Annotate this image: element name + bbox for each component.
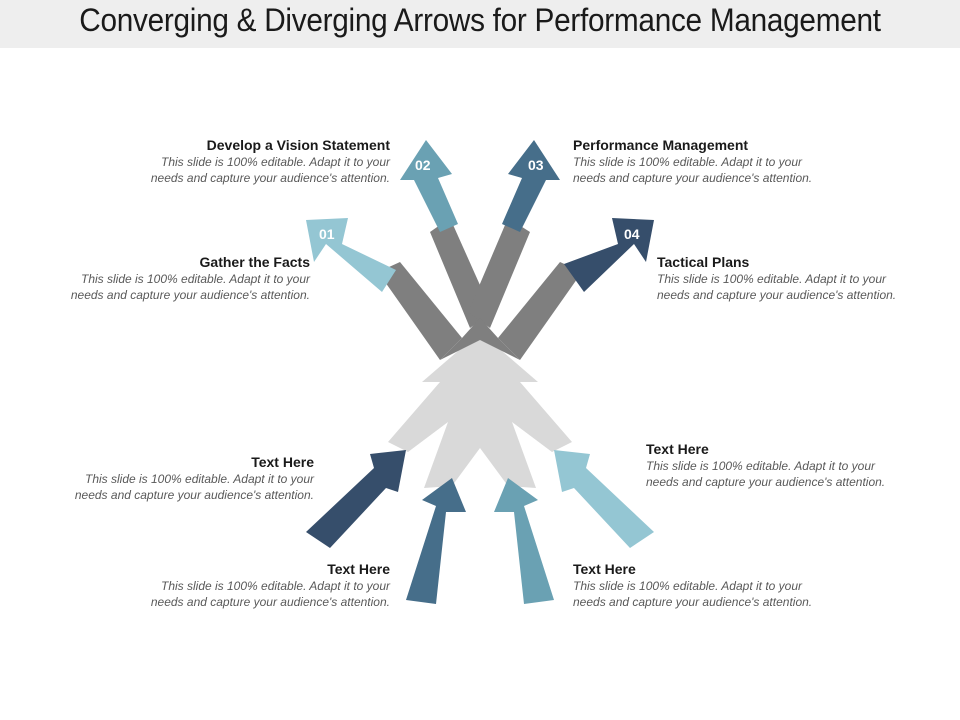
title-bar	[0, 0, 960, 48]
bottom-item-right-outer-desc-line1: This slide is 100% editable. Adapt it to…	[646, 459, 876, 473]
branch-04	[498, 262, 582, 360]
item-02-desc-line2: needs and capture your audience's attent…	[150, 171, 390, 185]
bottom-item-right-inner-text: Text Here This slide is 100% editable. A…	[573, 560, 863, 610]
bottom-item-left-inner-heading: Text Here	[327, 561, 390, 577]
item-03-desc-line1: This slide is 100% editable. Adapt it to…	[573, 155, 803, 169]
item-02-heading: Develop a Vision Statement	[206, 137, 390, 153]
branch-join	[440, 318, 520, 360]
bottom-arrow-right-inner	[494, 478, 554, 604]
arrow-03: 03	[502, 140, 560, 232]
bottom-item-right-outer-heading: Text Here	[646, 441, 709, 457]
arrow-02-number: 02	[415, 157, 431, 173]
item-01-desc-line1: This slide is 100% editable. Adapt it to…	[80, 272, 310, 286]
bottom-arrow-left-outer-shape	[306, 450, 406, 548]
item-04-text: Tactical Plans This slide is 100% editab…	[657, 253, 947, 303]
arrow-02: 02	[400, 140, 458, 232]
item-04-heading: Tactical Plans	[657, 254, 750, 270]
bottom-item-left-outer-desc-line1: This slide is 100% editable. Adapt it to…	[84, 472, 314, 486]
bottom-item-left-outer-desc-line2: needs and capture your audience's attent…	[74, 488, 314, 502]
converging-gray-arrow	[388, 332, 572, 488]
bottom-item-right-outer-desc-line2: needs and capture your audience's attent…	[646, 475, 886, 489]
item-03-text: Performance Management This slide is 100…	[573, 136, 863, 186]
arrow-03-shape	[502, 140, 560, 232]
diverging-gray-branches	[378, 218, 582, 360]
arrow-04-number: 04	[624, 226, 640, 242]
bottom-arrow-left-inner-shape	[406, 478, 466, 604]
bottom-item-left-inner-desc-line1: This slide is 100% editable. Adapt it to…	[160, 579, 390, 593]
bottom-item-right-inner-desc-line1: This slide is 100% editable. Adapt it to…	[573, 579, 803, 593]
bottom-item-right-inner-heading: Text Here	[573, 561, 636, 577]
bottom-item-left-outer-heading: Text Here	[251, 454, 314, 470]
bottom-arrow-left-outer	[306, 450, 406, 548]
bottom-arrow-right-outer	[554, 450, 654, 548]
bottom-item-right-outer-text: Text Here This slide is 100% editable. A…	[646, 440, 936, 490]
item-04-desc-line2: needs and capture your audience's attent…	[657, 288, 897, 302]
bottom-arrow-right-inner-shape	[494, 478, 554, 604]
arrow-01-shape	[306, 218, 396, 292]
item-03-desc-line2: needs and capture your audience's attent…	[573, 171, 813, 185]
item-03-heading: Performance Management	[573, 137, 749, 153]
bottom-item-left-outer-text: Text Here This slide is 100% editable. A…	[40, 453, 314, 503]
item-02-desc-line1: This slide is 100% editable. Adapt it to…	[160, 155, 390, 169]
bottom-item-left-inner-desc-line2: needs and capture your audience's attent…	[150, 595, 390, 609]
bottom-arrow-left-inner	[406, 478, 466, 604]
arrow-03-number: 03	[528, 157, 544, 173]
arrow-01-number: 01	[319, 226, 335, 242]
bottom-arrow-right-outer-shape	[554, 450, 654, 548]
arrow-02-shape	[400, 140, 458, 232]
arrow-04: 04	[564, 218, 654, 292]
item-02-text: Develop a Vision Statement This slide is…	[110, 136, 390, 186]
arrow-01: 01	[306, 218, 396, 292]
slide-title: Converging & Diverging Arrows for Perfor…	[79, 2, 881, 38]
item-01-desc-line2: needs and capture your audience's attent…	[70, 288, 310, 302]
arrow-04-shape	[564, 218, 654, 292]
bottom-item-right-inner-desc-line2: needs and capture your audience's attent…	[573, 595, 813, 609]
bottom-item-left-inner-text: Text Here This slide is 100% editable. A…	[110, 560, 390, 610]
branch-03	[468, 218, 530, 328]
branch-01	[378, 262, 462, 360]
item-01-text: Gather the Facts This slide is 100% edit…	[40, 253, 310, 303]
converging-arrow-body	[388, 332, 572, 488]
item-01-heading: Gather the Facts	[199, 254, 310, 270]
item-04-desc-line1: This slide is 100% editable. Adapt it to…	[657, 272, 887, 286]
